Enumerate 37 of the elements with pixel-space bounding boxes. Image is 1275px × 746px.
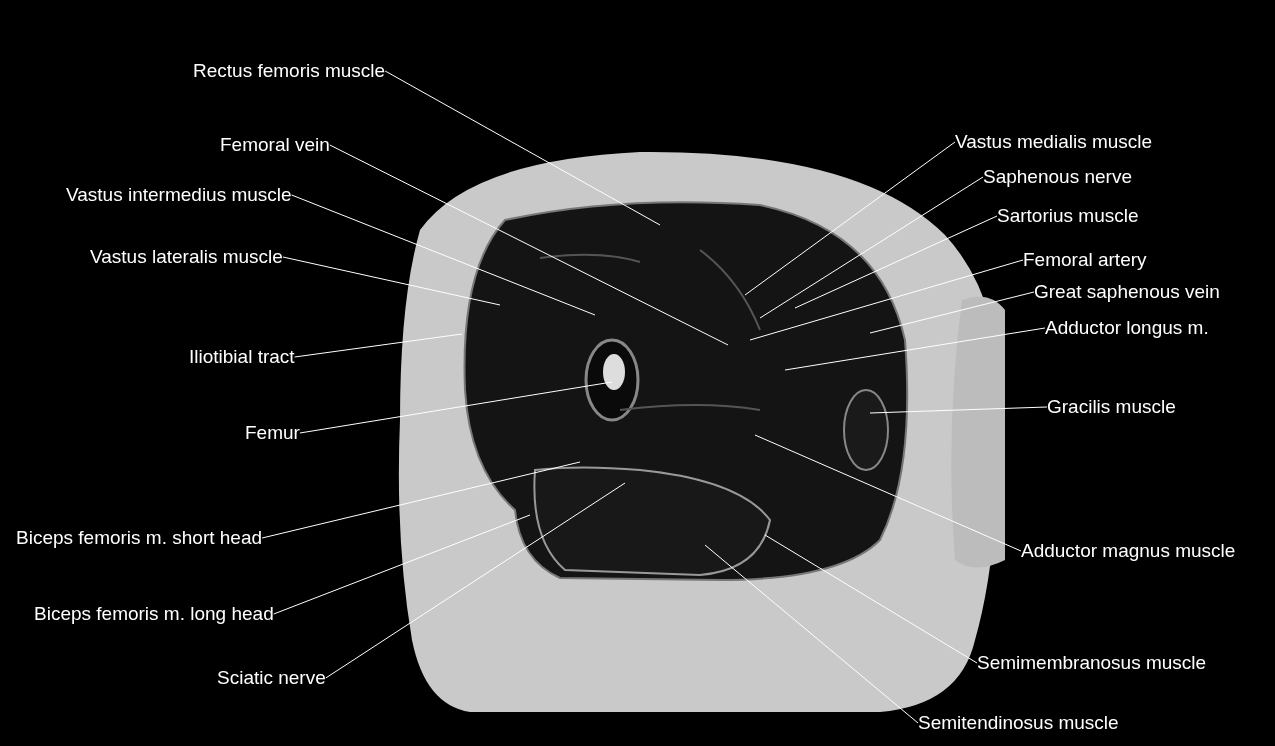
leader-line [869,291,1035,334]
leader-line [291,194,596,316]
structure-label: Rectus femoris muscle [193,59,386,83]
leader-line [329,144,729,346]
structure-label: Gracilis muscle [1047,395,1176,419]
leader-line [794,215,998,309]
leader-line [749,259,1024,341]
structure-label: Sciatic nerve [217,666,326,690]
leader-line [759,176,984,319]
leader-line [282,256,501,306]
leader-line [384,70,661,226]
leader-line [744,141,956,296]
structure-label: Saphenous nerve [983,165,1132,189]
leader-line [299,381,613,434]
structure-label: Biceps femoris m. long head [34,602,274,626]
structure-label: Femur [245,421,300,445]
structure-label: Vastus intermedius muscle [66,183,292,207]
leader-line [869,406,1048,414]
structure-label: Great saphenous vein [1034,280,1220,304]
structure-label: Adductor longus m. [1045,316,1209,340]
structure-label: Semimembranosus muscle [977,651,1207,675]
leader-line [261,461,581,539]
structure-label: Iliotibial tract [189,345,295,369]
leader-line [784,327,1046,371]
structure-label: Sartorius muscle [997,204,1139,228]
leader-line [325,482,626,679]
leader-line [294,333,463,358]
leader-line [273,514,531,615]
structure-label: Femoral vein [220,133,330,157]
leader-line [704,544,919,724]
structure-label: Femoral artery [1023,248,1147,272]
structure-label: Semitendinosus muscle [918,711,1119,735]
structure-label: Adductor magnus muscle [1021,539,1236,563]
leader-line [754,434,1022,552]
structure-label: Biceps femoris m. short head [16,526,263,550]
structure-label: Vastus lateralis muscle [90,245,283,269]
structure-label: Vastus medialis muscle [955,130,1153,154]
